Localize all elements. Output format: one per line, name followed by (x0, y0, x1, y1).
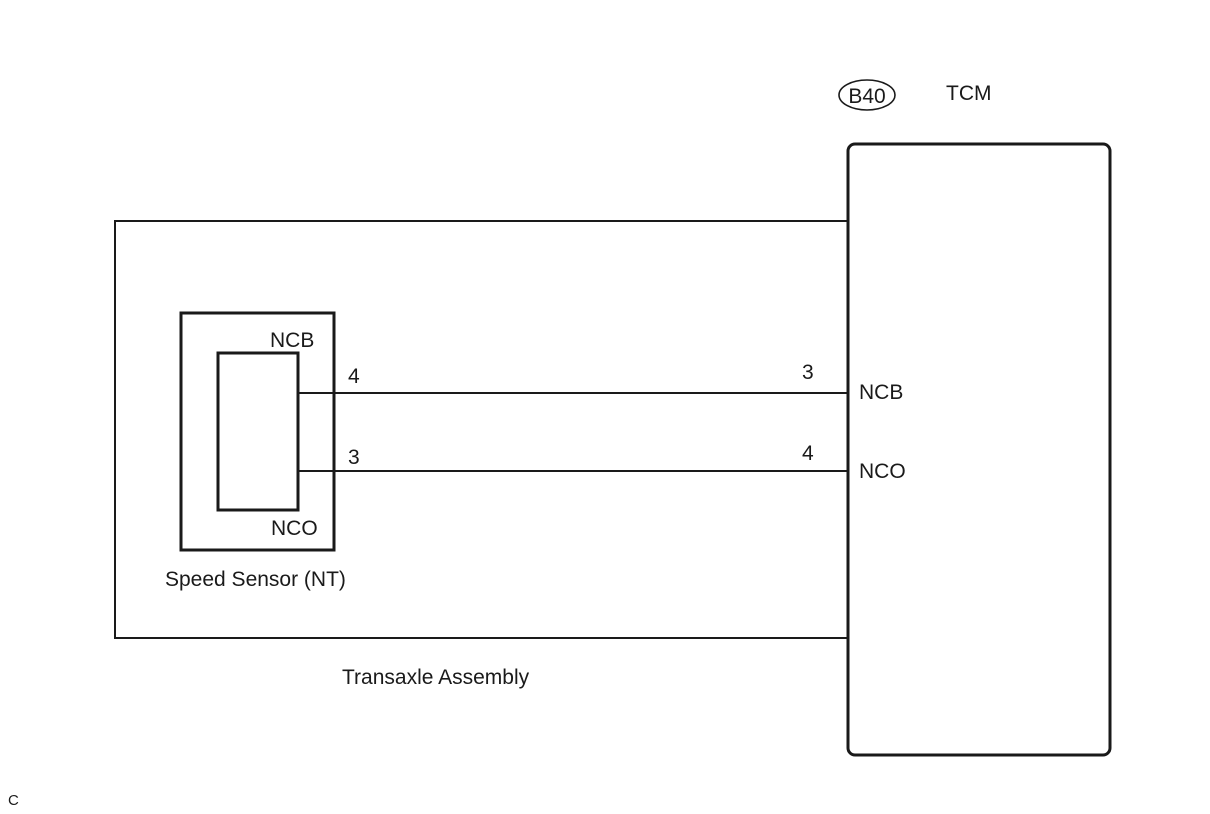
tcm-title: TCM (946, 82, 992, 105)
figure-code: C (8, 792, 19, 809)
sensor-terminal-nco: NCO (271, 517, 318, 540)
transaxle-assembly-label: Transaxle Assembly (342, 666, 530, 689)
sensor-terminal-ncb: NCB (270, 329, 314, 352)
speed-sensor-label: Speed Sensor (NT) (165, 568, 346, 591)
tcm-signal-ncb: NCB (859, 381, 903, 404)
transaxle-assembly-outline (114, 220, 848, 639)
tcm-module-box (846, 142, 1112, 757)
speed-sensor-outer-box (179, 311, 336, 552)
speed-sensor-element (216, 351, 300, 512)
connector-code: B40 (848, 85, 885, 108)
tcm-pin-number-ncb: 3 (802, 361, 814, 384)
tcm-signal-nco: NCO (859, 460, 906, 483)
sensor-pin-number-bottom: 3 (348, 446, 360, 469)
sensor-pin-number-top: 4 (348, 365, 360, 388)
tcm-pin-number-nco: 4 (802, 442, 814, 465)
connector-code-oval (838, 79, 896, 111)
